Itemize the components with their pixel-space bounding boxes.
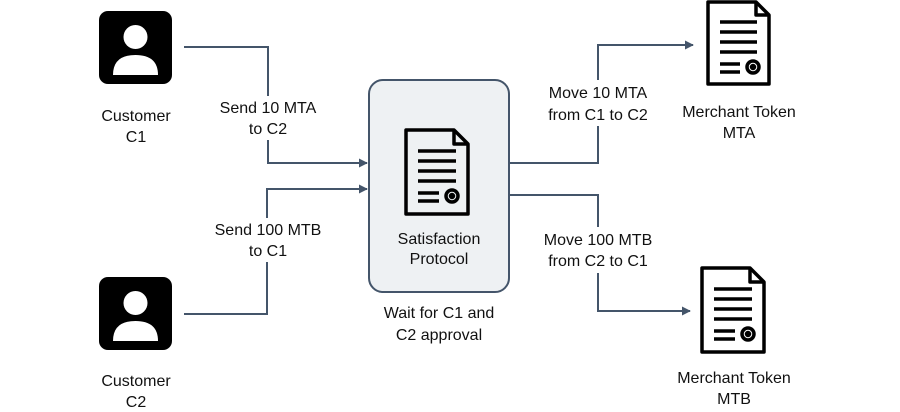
protocol-box <box>368 79 510 293</box>
user-icon <box>99 277 172 350</box>
token-mtb-label-line2: MTB <box>717 391 751 408</box>
customer-c1-label-line2: C1 <box>126 129 147 146</box>
document-icon <box>404 128 470 216</box>
edge-label-move-mtb: Move 100 MTB from C2 to C1 <box>530 227 666 273</box>
edge-label-line2: from C2 to C1 <box>548 253 648 270</box>
edge-label-line1: Move 100 MTB <box>544 232 652 249</box>
edge-label-move-mta: Move 10 MTA from C1 to C2 <box>536 80 662 126</box>
edge-label-send-mtb: Send 100 MTB to C1 <box>204 218 332 262</box>
edge-label-line1: Send 10 MTA <box>220 100 317 117</box>
edge-label-send-mta: Send 10 MTA to C2 <box>208 96 328 140</box>
customer-c2-label-line1: Customer <box>101 373 171 390</box>
edge-label-line2: to C1 <box>249 243 287 260</box>
merchant-token-mta-node: Merchant Token MTA <box>682 0 796 142</box>
edge-label-line1: Send 100 MTB <box>215 222 322 239</box>
edge-label-line1: Move 10 MTA <box>549 85 648 102</box>
customer-c1-node: Customer C1 <box>99 11 172 146</box>
protocol-label-line2: Protocol <box>410 251 469 268</box>
protocol-label-line1: Satisfaction <box>398 231 481 248</box>
document-icon <box>706 0 771 86</box>
edge-label-line2: from C1 to C2 <box>548 107 648 124</box>
merchant-token-mtb-node: Merchant Token MTB <box>677 266 791 408</box>
user-icon <box>99 11 172 84</box>
customer-c2-node: Customer C2 <box>99 277 172 411</box>
customer-c1-label-line1: Customer <box>101 108 171 125</box>
token-mta-label-line2: MTA <box>723 125 756 142</box>
token-mta-label-line1: Merchant Token <box>682 104 796 121</box>
edge-label-line2: to C2 <box>249 121 287 138</box>
document-icon <box>700 266 766 354</box>
customer-c2-label-line2: C2 <box>126 394 147 411</box>
protocol-note-line2: C2 approval <box>396 327 482 344</box>
token-mtb-label-line1: Merchant Token <box>677 370 791 387</box>
protocol-note-line1: Wait for C1 and <box>384 305 495 322</box>
satisfaction-protocol-node: Satisfaction Protocol <box>368 79 510 293</box>
